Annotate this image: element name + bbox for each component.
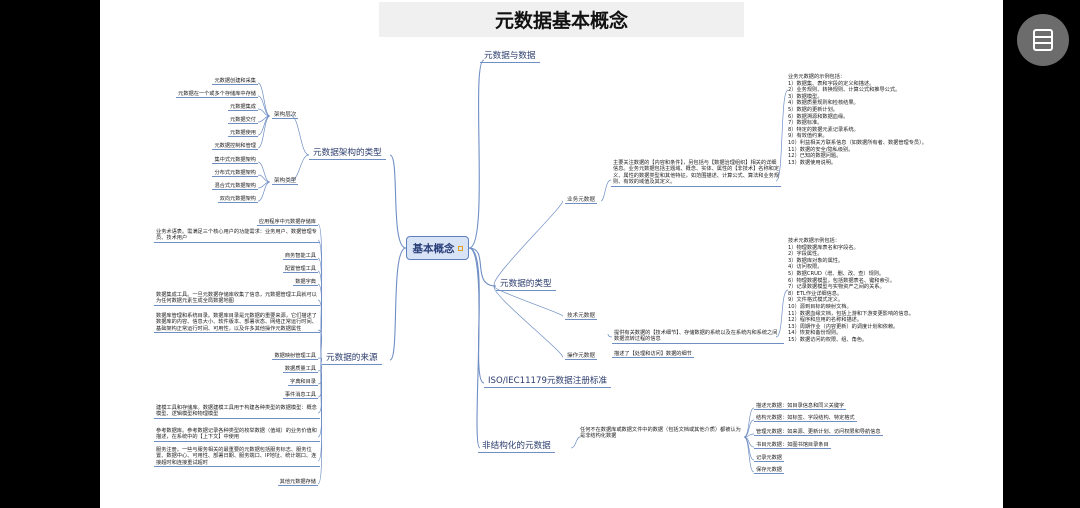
unstructured-item[interactable]: 描述元数据：如目录信息和同义关键字	[754, 403, 847, 411]
source-item[interactable]: 服务注册。一些与服务相关的最重要的元数据包括服务标志、服务位置、数据中心、可用性…	[154, 447, 320, 468]
arch-kind-item[interactable]: 集中式元数据架构	[212, 157, 258, 165]
mindmap-canvas[interactable]: 元数据基本概念 基本概念 元数据与数据 元数据的类型 ISO/IEC11179元…	[100, 0, 1003, 508]
technical-example-item: 6）物理数据模型，包括数据表名、键和索引。	[788, 277, 896, 284]
source-item[interactable]: 数据库管理和系统目录。数据库目录是元数据的重要来源，它们描述了数据库的内容、信息…	[154, 313, 320, 334]
business-example-item: 1）数据集、表和字段的定义和描述。	[788, 80, 875, 87]
business-example-item: 13）数据使用说明。	[788, 159, 837, 166]
unstructured-item[interactable]: 书目元数据：如图书馆目录条目	[754, 442, 831, 450]
business-example-item: 2）业务规则、转换规则、计算公式和推导公式。	[788, 87, 901, 94]
business-metadata-node[interactable]: 业务元数据	[565, 197, 597, 204]
technical-example-item: 3）数据库对象的属性。	[788, 257, 844, 264]
arch-kind-item[interactable]: 混合式元数据架构	[212, 183, 258, 191]
unstructured-desc: 任何不在数据库或数据文件中的数据（包括文档或其他介质）都被认为是非结构化数据	[580, 427, 741, 440]
operational-metadata-node[interactable]: 操作元数据	[565, 353, 597, 360]
source-item[interactable]: 数据映射管理工具	[272, 353, 318, 361]
technical-example-item: 12）程序和应用的名称和描述。	[788, 317, 863, 324]
technical-example-item: 10）源到目标的映射文档。	[788, 303, 852, 310]
branch-metadata-and-data[interactable]: 元数据与数据	[480, 49, 540, 63]
arch-layers-node[interactable]: 架构层次	[272, 112, 299, 119]
business-example-item: 8）特定的数据元素记录系统。	[788, 126, 859, 133]
arch-kinds-node[interactable]: 架构类型	[272, 178, 299, 185]
root-label: 基本概念	[412, 242, 455, 255]
technical-examples-title: 技术元数据示例包括：	[788, 238, 840, 244]
business-examples: 业务元数据的示例包括： 1）数据集、表和字段的定义和描述。2）业务规则、转换规则…	[788, 74, 993, 166]
technical-example-item: 7）记录数据模型与实物资产之间的关系。	[788, 284, 885, 291]
technical-example-item: 1）物理数据库表名和字段名。	[788, 244, 859, 251]
business-example-item: 3）数据模型。	[788, 93, 823, 100]
technical-examples: 技术元数据示例包括： 1）物理数据库表名和字段名。2）字段属性。3）数据库对象的…	[788, 238, 993, 344]
branch-unstructured[interactable]: 非结构化的元数据	[478, 439, 555, 453]
unstructured-item[interactable]: 保存元数据	[754, 467, 784, 475]
root-node[interactable]: 基本概念	[406, 236, 469, 260]
source-item[interactable]: 商务智能工具	[282, 253, 318, 261]
source-item[interactable]: 建模工具和存储库。数据建模工具用于构建各种类型的数据模型：概念模型、逻辑模型和物…	[154, 405, 320, 419]
arch-layer-item[interactable]: 元数据集成	[228, 104, 258, 112]
source-item[interactable]: 数据集成工具。一旦元数据存储库收集了信息，元数据管理工具就可以为任何数据元素生成…	[154, 292, 320, 306]
business-example-item: 12）已知的数据问题。	[788, 153, 842, 160]
branch-metadata-types[interactable]: 元数据的类型	[496, 277, 556, 291]
technical-example-item: 8）ETL作业详细信息。	[788, 290, 843, 297]
panel-icon	[1033, 29, 1053, 51]
branch-architecture[interactable]: 元数据架构的类型	[309, 146, 386, 160]
technical-example-item: 13）周期作业（内容更新）的调度计划和依赖。	[788, 323, 899, 330]
technical-example-item: 14）恢复和备份规则。	[788, 330, 842, 337]
branch-sources[interactable]: 元数据的来源	[322, 351, 382, 365]
technical-example-item: 2）字段属性。	[788, 251, 823, 258]
technical-example-item: 4）访问权限。	[788, 264, 823, 271]
page-title: 元数据基本概念	[379, 2, 744, 37]
source-item[interactable]: 事件消息工具	[282, 392, 318, 400]
technical-example-item: 9）文件格式模式定义。	[788, 297, 844, 304]
source-item[interactable]: 配置管理工具	[282, 266, 318, 274]
panel-toggle-button[interactable]	[1017, 14, 1069, 66]
source-item[interactable]: 业务术语表。需满足三个核心用户的功能需求：业务用户、数据管理专员、技术用户	[154, 229, 320, 243]
business-example-item: 10）利益相关方联系信息（如数据所有者、数据管理专员）。	[788, 139, 927, 146]
technical-metadata-desc: 提供有关数据的【技术细节】、存储数据的系统以及在系统内和系统之间数据流转过程的信…	[612, 330, 784, 344]
business-example-item: 4）数据质量规则和检核结果。	[788, 100, 859, 107]
business-example-item: 11）数据的安全/隐私级别。	[788, 146, 854, 153]
arch-kind-item[interactable]: 分布式元数据架构	[212, 170, 258, 178]
unstructured-item[interactable]: 结构元数据：如标签、字段结构、特定格式	[754, 415, 857, 423]
business-example-item: 7）数据标准。	[788, 120, 823, 127]
arch-kind-item[interactable]: 双向元数据架构	[217, 196, 258, 204]
arch-layer-item[interactable]: 元数据创建和采集	[212, 78, 258, 86]
arch-layer-item[interactable]: 元数据控制和管理	[212, 143, 258, 151]
source-item[interactable]: 应用程序中元数据存储库	[256, 219, 318, 227]
technical-metadata-node[interactable]: 技术元数据	[565, 313, 597, 320]
unstructured-item[interactable]: 管理元数据：如来源、更新计划、访问权限和导航信息	[754, 429, 883, 437]
branch-iso[interactable]: ISO/IEC11179元数据注册标准	[484, 374, 612, 388]
unstructured-item[interactable]: 记录元数据	[754, 455, 784, 463]
source-item[interactable]: 字典和目录	[288, 379, 318, 387]
source-item[interactable]: 数据字典	[293, 279, 318, 287]
technical-example-item: 15）数据访问的权限、组、角色。	[788, 336, 868, 343]
arch-layer-item[interactable]: 元数据交付	[228, 117, 258, 125]
arch-layer-item[interactable]: 元数据使用	[228, 130, 258, 138]
source-item[interactable]: 数据质量工具	[282, 366, 318, 374]
technical-example-item: 11）数据血缘文档，包括上游和下游变更影响的信息。	[788, 310, 914, 317]
operational-metadata-desc: 描述了【处理和访问】数据的细节	[612, 351, 694, 359]
business-example-item: 6）数据溯源和数据血缘。	[788, 113, 849, 120]
business-example-item: 5）数据的更新计划。	[788, 106, 838, 113]
note-icon	[457, 245, 463, 251]
source-item[interactable]: 参考数据库。参考数据记录各种类型的枚举数据（值域）的业务价值和描述，在系统中的【…	[154, 428, 320, 442]
arch-layer-item[interactable]: 元数据在一个或多个存储库中存储	[176, 91, 258, 99]
mindmap-links	[257, 59, 789, 485]
technical-example-item: 5）数据CRUD（增、删、改、查）规则。	[788, 270, 885, 277]
business-metadata-desc: 主要关注数据的【内容和条件】，另包括与【数据治理组织】相关的详细信息。业务元数据…	[611, 160, 781, 187]
business-example-item: 9）有效值约束。	[788, 133, 828, 140]
source-item[interactable]: 其他元数据存储	[277, 479, 318, 487]
business-examples-title: 业务元数据的示例包括：	[788, 74, 846, 80]
